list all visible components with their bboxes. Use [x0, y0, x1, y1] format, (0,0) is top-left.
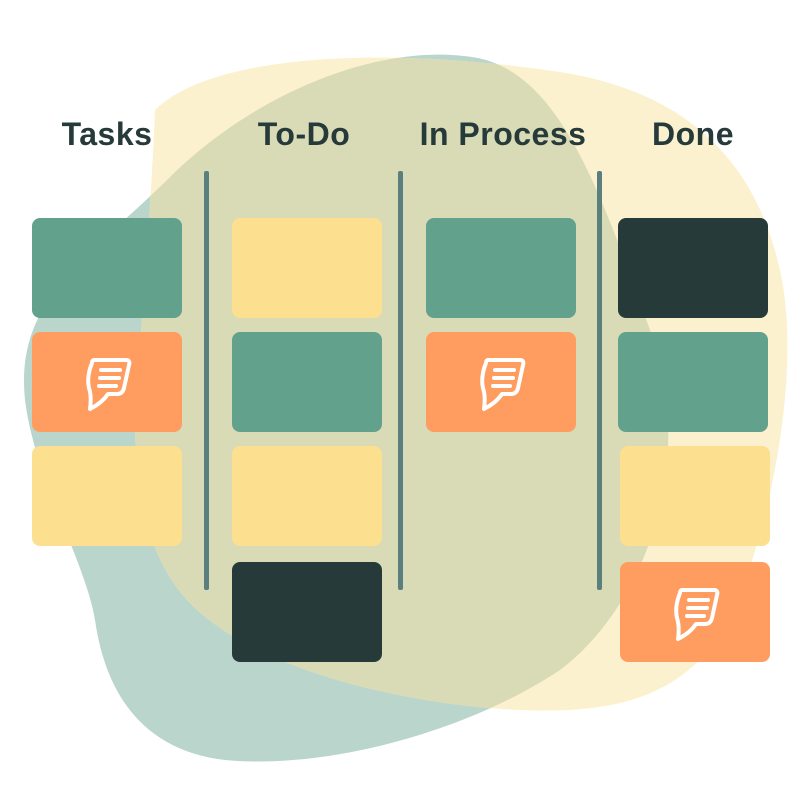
done-card-yellow[interactable]: [620, 446, 770, 546]
todo-card-dark[interactable]: [232, 562, 382, 662]
column-divider: [597, 171, 602, 590]
column-title-tasks: Tasks: [61, 116, 153, 152]
done-card-orange[interactable]: [620, 562, 770, 662]
document-note-icon: [480, 358, 526, 411]
column-divider: [398, 171, 403, 590]
todo-card-yellow[interactable]: [232, 218, 382, 318]
todo-card-green[interactable]: [232, 332, 382, 432]
column-title-todo: To-Do: [257, 116, 351, 152]
task-card-green[interactable]: [32, 218, 182, 318]
done-card-dark[interactable]: [618, 218, 768, 318]
in-process-card-green[interactable]: [426, 218, 576, 318]
document-note-icon: [674, 588, 720, 641]
task-card-yellow[interactable]: [32, 446, 182, 546]
done-card-green[interactable]: [618, 332, 768, 432]
column-title-done: Done: [652, 116, 734, 152]
column-divider: [204, 171, 209, 590]
todo-card-yellow[interactable]: [232, 446, 382, 546]
document-note-icon: [86, 358, 132, 411]
in-process-card-orange[interactable]: [426, 332, 576, 432]
task-card-orange[interactable]: [32, 332, 182, 432]
column-title-in-process: In Process: [419, 116, 587, 152]
